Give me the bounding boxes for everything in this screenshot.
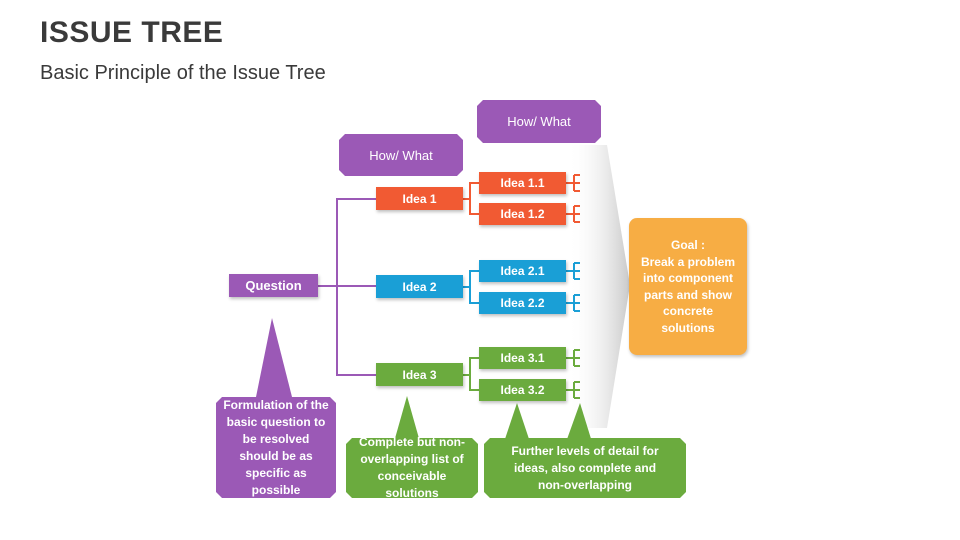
page-title: ISSUE TREE bbox=[40, 16, 224, 49]
idea1-connector bbox=[463, 174, 580, 223]
funnel-arrow bbox=[568, 145, 630, 428]
idea3-connector bbox=[463, 349, 580, 399]
ideas-note-shape bbox=[346, 438, 478, 498]
ideas-note-pointer bbox=[394, 396, 420, 442]
sub-note-pointer-left bbox=[504, 403, 530, 442]
sub-note-shape bbox=[484, 438, 686, 498]
idea-1-2-box: Idea 1.2 bbox=[479, 203, 566, 225]
idea-1-box: Idea 1 bbox=[376, 187, 463, 210]
question-box: Question bbox=[229, 274, 318, 297]
ideas-note: Complete but non-overlapping list of con… bbox=[359, 435, 465, 500]
question-note-pointer bbox=[256, 318, 292, 397]
how-what-1-shape bbox=[339, 134, 463, 176]
question-note: Formulation of the basic question to be … bbox=[223, 397, 329, 497]
idea2-connector bbox=[463, 262, 580, 312]
how-what-2-shape bbox=[477, 100, 601, 143]
idea-3-box: Idea 3 bbox=[376, 363, 463, 386]
idea-1-1-box: Idea 1.1 bbox=[479, 172, 566, 194]
idea-2-1-box: Idea 2.1 bbox=[479, 260, 566, 282]
sub-note: Further levels of detail for ideas, also… bbox=[511, 443, 659, 492]
page-subtitle: Basic Principle of the Issue Tree bbox=[40, 62, 326, 84]
idea-3-2-box: Idea 3.2 bbox=[479, 379, 566, 401]
idea-2-box: Idea 2 bbox=[376, 275, 463, 298]
question-connector bbox=[318, 198, 376, 376]
how-what-label-2: How/ What bbox=[507, 114, 571, 129]
sub-note-pointer-right bbox=[566, 403, 592, 442]
how-what-label-1: How/ What bbox=[369, 147, 433, 163]
question-note-shape bbox=[216, 397, 336, 498]
idea-2-2-box: Idea 2.2 bbox=[479, 292, 566, 314]
idea-3-1-box: Idea 3.1 bbox=[479, 347, 566, 369]
goal-box: Goal : Break a problem into component pa… bbox=[629, 218, 747, 355]
